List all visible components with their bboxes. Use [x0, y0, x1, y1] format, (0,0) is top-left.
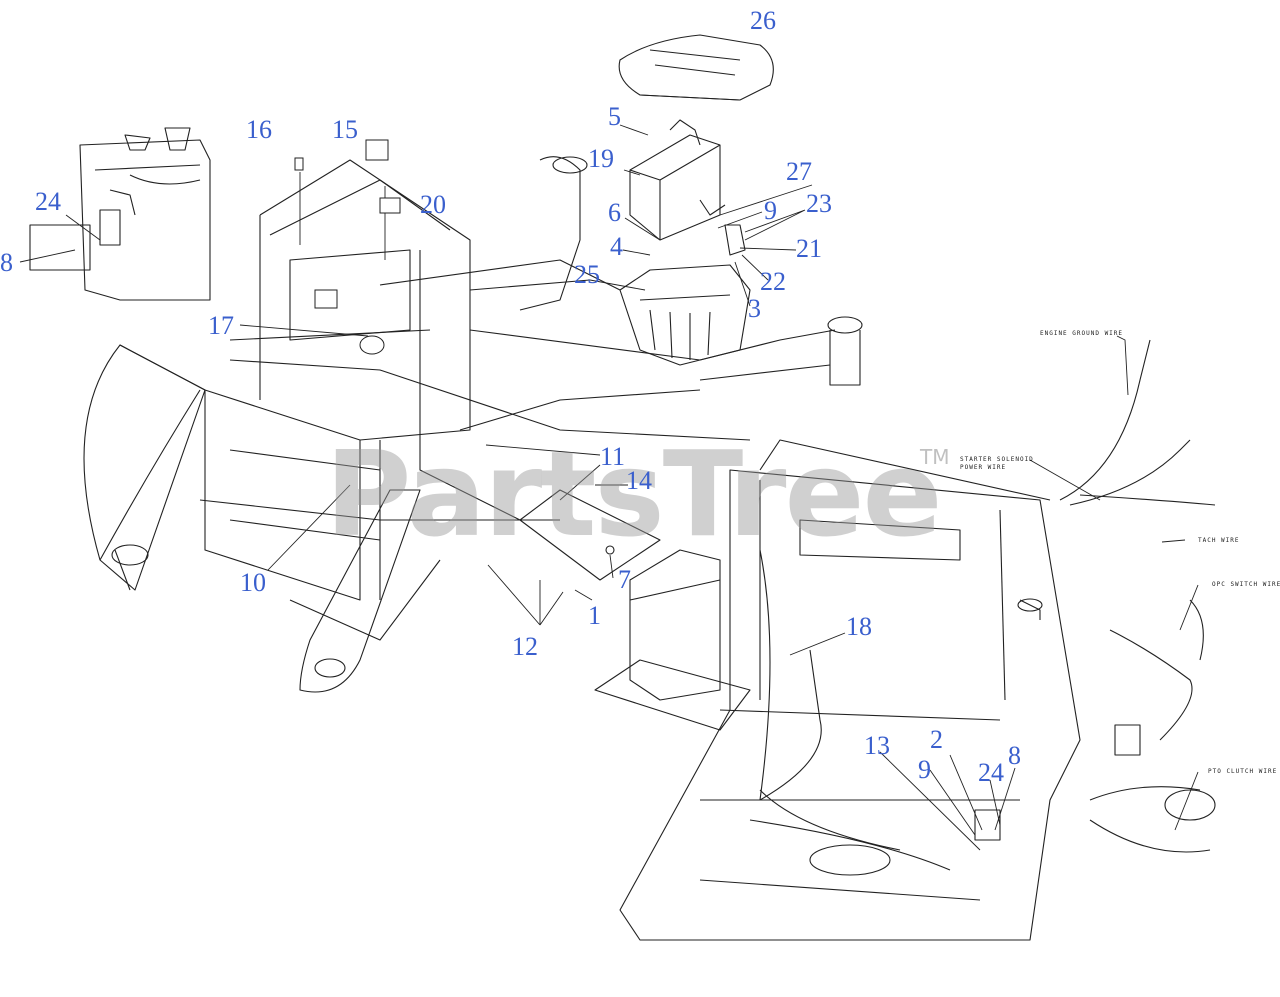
callout-1[interactable]: 1: [588, 601, 601, 630]
part-20-icon: [379, 197, 401, 214]
callout-16[interactable]: 16: [246, 115, 272, 144]
connector-icon: [314, 289, 338, 309]
callout-8b[interactable]: 8: [1008, 741, 1021, 770]
callout-18[interactable]: 18: [846, 612, 872, 641]
wire-label-pto-clutch: PTO CLUTCH WIRE: [1208, 768, 1278, 775]
leader-lines: [19, 124, 1199, 851]
callout-2[interactable]: 2: [930, 725, 943, 754]
wire-label-engine-ground: ENGINE GROUND WIRE: [1040, 330, 1124, 337]
callout-21[interactable]: 21: [796, 234, 822, 263]
callout-17[interactable]: 17: [208, 311, 234, 340]
wire-label-starter-solenoid-2: POWER WIRE: [960, 464, 1007, 471]
callout-12[interactable]: 12: [512, 632, 538, 661]
callout-8a[interactable]: 8: [0, 248, 13, 277]
callout-10[interactable]: 10: [240, 568, 266, 597]
wire-label-opc-switch: OPC SWITCH WIRE: [1212, 581, 1280, 588]
part-17-icon: [359, 335, 385, 355]
callout-22[interactable]: 22: [760, 267, 786, 296]
inset-detail: [29, 127, 211, 301]
deck-shroud: [83, 344, 206, 591]
wiring-harness: [1059, 339, 1216, 853]
main-frame: [199, 156, 863, 693]
callout-13[interactable]: 13: [864, 731, 890, 760]
callout-9a[interactable]: 9: [764, 196, 777, 225]
callout-24a[interactable]: 24: [35, 187, 61, 216]
wire-label-starter-solenoid-1: STARTER SOLENOID: [960, 456, 1034, 463]
callout-14[interactable]: 14: [626, 466, 652, 495]
callout-25[interactable]: 25: [574, 260, 600, 289]
callout-19[interactable]: 19: [588, 144, 614, 173]
callout-3[interactable]: 3: [748, 294, 761, 323]
callout-15[interactable]: 15: [332, 115, 358, 144]
callout-24b[interactable]: 24: [978, 758, 1004, 787]
part-16-icon: [294, 157, 304, 171]
mounting-plate: [519, 489, 661, 581]
callout-23[interactable]: 23: [806, 189, 832, 218]
callout-20[interactable]: 20: [420, 190, 446, 219]
watermark: PartsTree: [325, 425, 943, 563]
callout-7[interactable]: 7: [618, 565, 631, 594]
callout-27[interactable]: 27: [786, 157, 812, 186]
callout-4[interactable]: 4: [610, 232, 623, 261]
callout-6[interactable]: 6: [608, 198, 621, 227]
trademark-symbol: TM: [920, 445, 950, 469]
wire-label-tach: TACH WIRE: [1198, 537, 1240, 544]
callout-26[interactable]: 26: [750, 6, 776, 35]
callout-9b[interactable]: 9: [918, 755, 931, 784]
right-detail-frame: [594, 439, 1081, 941]
callout-11[interactable]: 11: [600, 442, 626, 471]
part-15-icon: [365, 139, 389, 161]
callout-5[interactable]: 5: [608, 102, 621, 131]
